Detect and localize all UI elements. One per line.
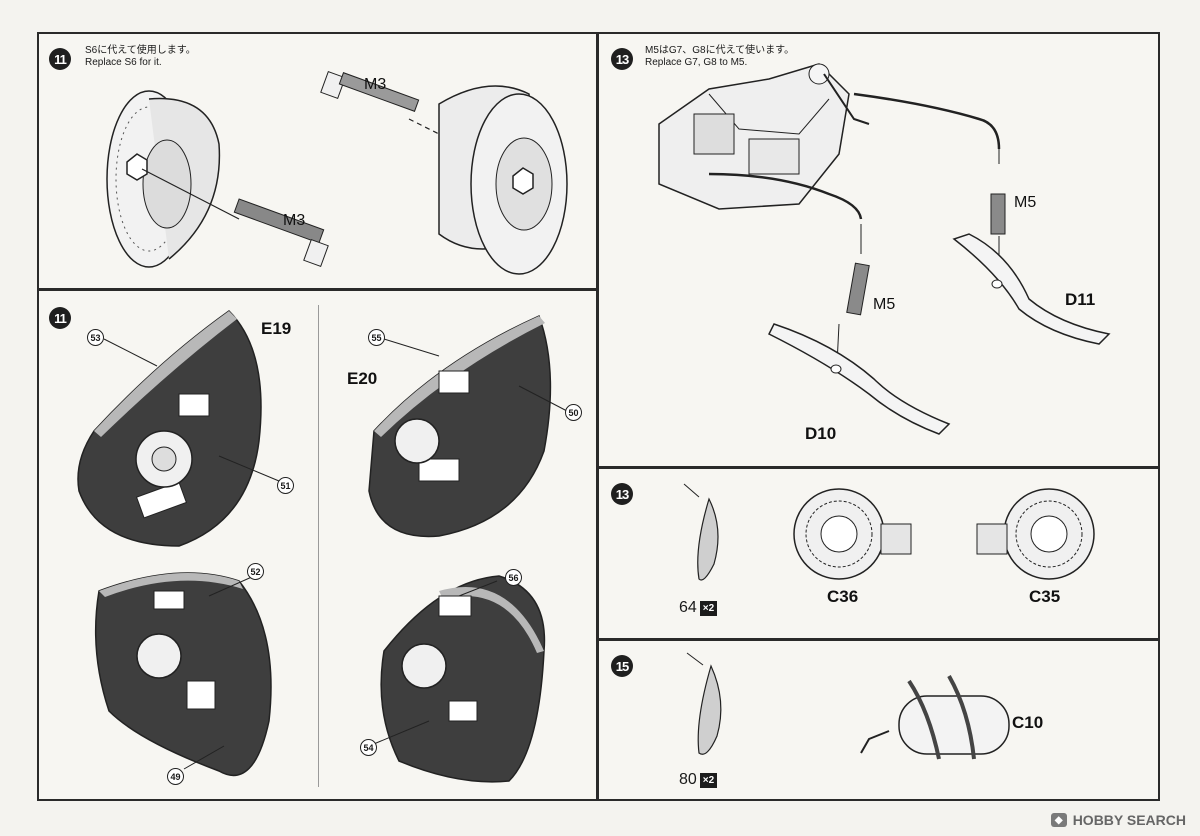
step-number-badge: 13: [611, 483, 633, 505]
part-number: 80: [679, 771, 697, 788]
part-quantity: 80 ×2: [679, 771, 718, 789]
part-label-c36: C36: [827, 587, 859, 606]
part-number: 64: [679, 599, 697, 616]
decal-number-54: 54: [360, 739, 377, 756]
brake-disc-illustration: [106, 70, 568, 275]
part-label-d10: D10: [805, 424, 837, 443]
step-11-decal-panel: 11 E19 E20 53: [37, 289, 598, 801]
part-label-c10: C10: [1012, 713, 1044, 732]
panel-divider: [318, 305, 319, 787]
part-label-c35: C35: [1029, 587, 1061, 606]
part-label-e19: E19: [261, 319, 292, 338]
part-label-m5-left: M5: [873, 296, 896, 313]
quantity-badge: ×2: [699, 600, 718, 616]
part-label-m5-right: M5: [1014, 194, 1037, 211]
step-11-brake-panel: 11 S6に代えて使用します。 Replace S6 for it. M3 M3: [37, 32, 598, 290]
cooling-duct-illustration: [683, 483, 1095, 581]
decal-number-56: 56: [505, 569, 522, 586]
decal-number-52: 52: [247, 563, 264, 580]
step-number-badge: 15: [611, 655, 633, 677]
extinguisher-illustration: [686, 652, 1010, 760]
instruction-note-en: Replace S6 for it.: [85, 57, 162, 68]
step-number-badge: 11: [49, 307, 71, 329]
instruction-note-ja: M5はG7、G8に代えて使います。: [645, 45, 795, 56]
decal-number-49: 49: [167, 768, 184, 785]
wheel-cover-decal-illustration: [77, 310, 568, 783]
watermark-text: HOBBY SEARCH: [1072, 812, 1186, 828]
instruction-note-ja: S6に代えて使用します。: [85, 45, 196, 56]
step-15-extinguisher-panel: 15 80 ×2 C10: [597, 639, 1160, 801]
step-number-badge: 13: [611, 48, 633, 70]
decal-number-50: 50: [565, 404, 582, 421]
step-13-exhaust-panel: 13 M5はG7、G8に代えて使います。 Replace G7, G8 to M…: [597, 32, 1160, 468]
decal-number-53: 53: [87, 329, 104, 346]
step-number-badge: 11: [49, 48, 71, 70]
decal-number-51: 51: [277, 477, 294, 494]
part-label-m3-upper: M3: [364, 76, 387, 93]
part-label-d11: D11: [1065, 290, 1096, 309]
instruction-note-en: Replace G7, G8 to M5.: [645, 57, 748, 68]
hobby-search-logo-icon: ◆: [1050, 813, 1067, 827]
part-label-m3-lower: M3: [283, 212, 306, 229]
watermark: ◆ HOBBY SEARCH: [1050, 812, 1186, 828]
quantity-badge: ×2: [699, 772, 718, 788]
part-label-e20: E20: [347, 369, 378, 388]
engine-exhaust-illustration: [658, 63, 1111, 435]
part-quantity: 64 ×2: [679, 599, 718, 617]
step-13-duct-panel: 13 64 ×2 C36 C35: [597, 467, 1160, 640]
decal-number-55: 55: [368, 329, 385, 346]
